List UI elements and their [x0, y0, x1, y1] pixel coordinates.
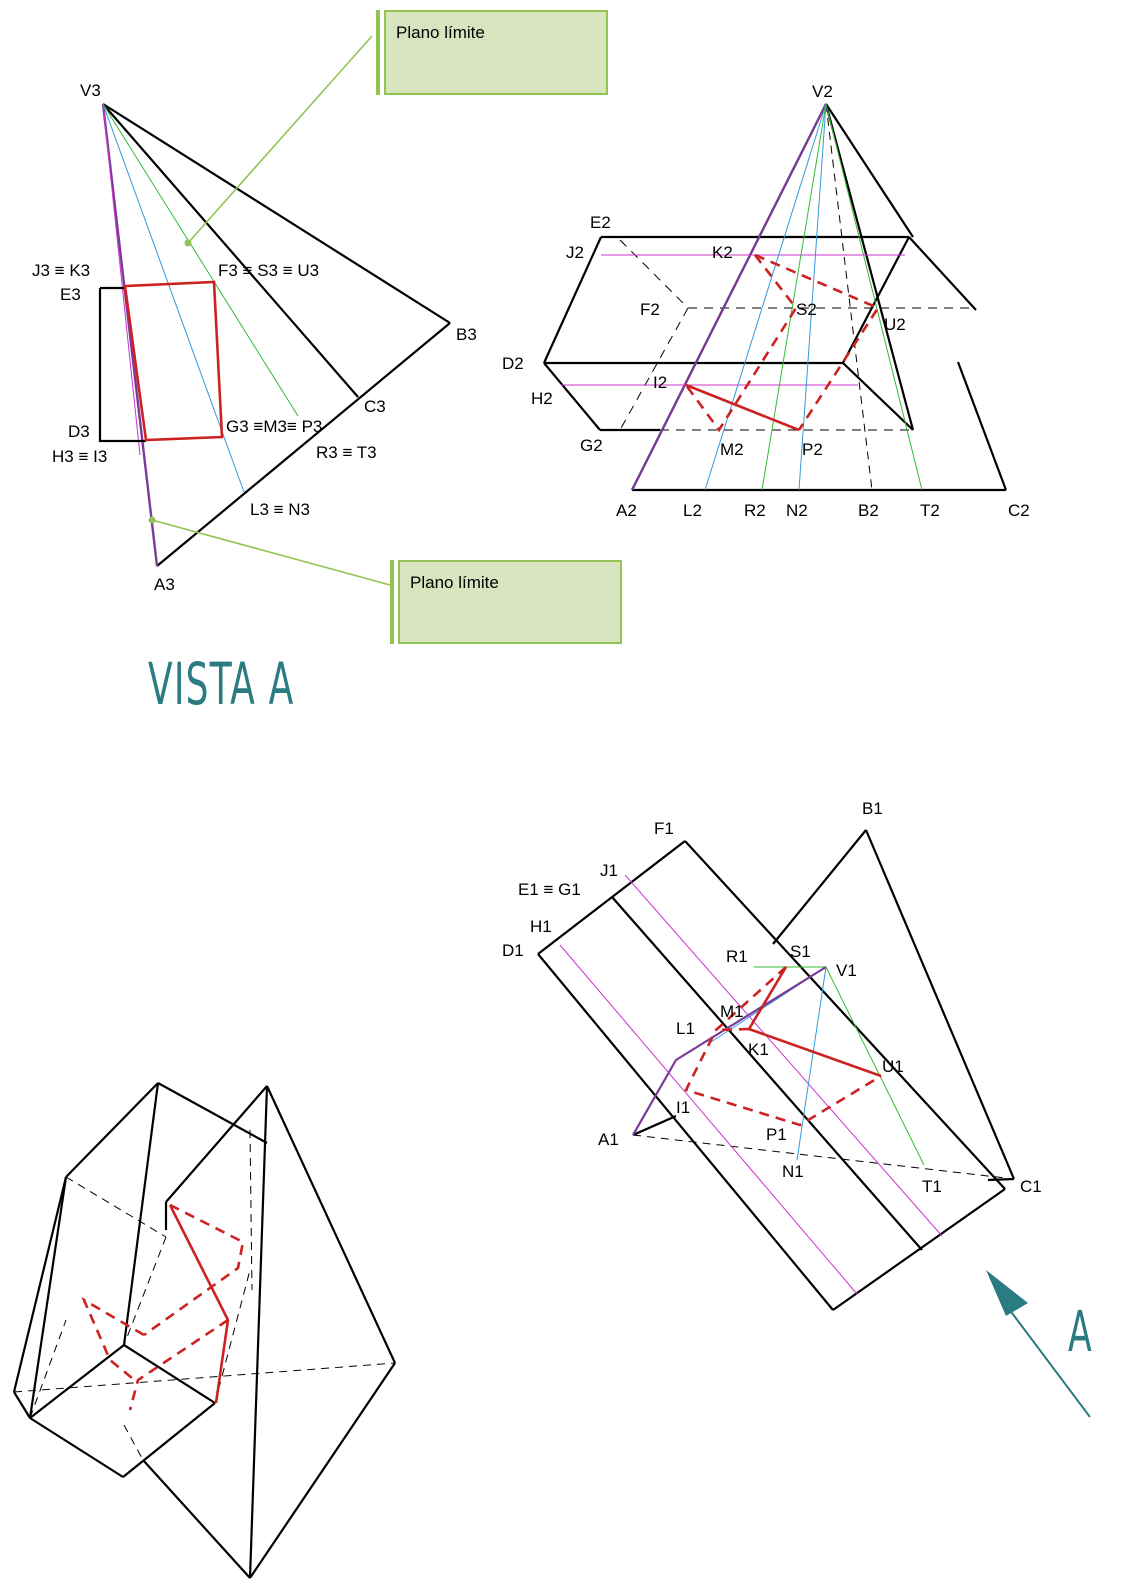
label-p1: P1 [766, 1125, 787, 1144]
label-g2: G2 [580, 436, 603, 455]
view-1: F1 B1 J1 E1 ≡ G1 H1 D1 R1 S1 V1 M1 L1 K1… [502, 799, 1042, 1311]
view-arrow-letter: A [1068, 1300, 1092, 1365]
limit-plane-edge-3 [101, 103, 159, 567]
label-m1: M1 [720, 1002, 744, 1021]
view-caption: VISTA A [148, 650, 295, 718]
callout-leaders [151, 35, 391, 586]
intersection-line-2 [685, 383, 800, 432]
label-e2: E2 [590, 213, 611, 232]
label-i2: I2 [653, 373, 667, 392]
callout-dot-top [184, 239, 192, 247]
hidden-edge-vb2 [825, 103, 873, 491]
label-l2: L2 [683, 501, 702, 520]
label-k2: K2 [712, 243, 733, 262]
generatrices-2 [561, 103, 923, 491]
prism-hidden-2 [619, 239, 976, 431]
label-d2: D2 [502, 354, 524, 373]
callout-limit-plane-top: Plano límite [376, 10, 608, 95]
arrow-head-icon [986, 1270, 1028, 1316]
label-s2: S2 [796, 300, 817, 319]
label-v2: V2 [812, 82, 833, 101]
label-n1: N1 [782, 1162, 804, 1181]
label-l1: L1 [676, 1019, 695, 1038]
intersection-polygon-3 [123, 280, 224, 442]
label-h2: H2 [531, 389, 553, 408]
label-v1: V1 [836, 961, 857, 980]
callout-dot-bottom [148, 516, 156, 524]
limit-plane-edge-1 [632, 966, 827, 1136]
label-c2: C2 [1008, 501, 1030, 520]
label-t2: T2 [920, 501, 940, 520]
intersection-dashed-iso [81, 1203, 245, 1411]
view-3: V3 J3 ≡ K3 E3 F3 ≡ S3 ≡ U3 B3 C3 D3 G3 ≡… [32, 35, 477, 594]
label-s1: S1 [790, 942, 811, 961]
label-f1: F1 [654, 819, 674, 838]
label-d3: D3 [68, 422, 90, 441]
limit-plane-edge-2 [631, 103, 827, 491]
pyramid-edges-2 [631, 103, 1008, 492]
intersection-dashed-1 [684, 966, 882, 1127]
label-h1: H1 [530, 917, 552, 936]
intersection-hidden-2 [684, 253, 880, 433]
label-f3s3u3: F3 ≡ S3 ≡ U3 [218, 261, 319, 280]
label-j2: J2 [566, 243, 584, 262]
label-h3i3: H3 ≡ I3 [52, 447, 107, 466]
label-i1: I1 [676, 1098, 690, 1117]
label-j3k3: J3 ≡ K3 [32, 261, 90, 280]
pyramid-edges-1 [632, 829, 1016, 1182]
label-u1: U1 [882, 1057, 904, 1076]
label-e1g1: E1 ≡ G1 [518, 880, 581, 899]
label-p2: P2 [802, 440, 823, 459]
label-t1: T1 [922, 1177, 942, 1196]
label-v3: V3 [80, 81, 101, 100]
label-a1: A1 [598, 1130, 619, 1149]
label-b3: B3 [456, 325, 477, 344]
view-direction-arrow [986, 1270, 1091, 1418]
label-b2: B2 [858, 501, 879, 520]
callout-limit-plane-bottom: Plano límite [390, 560, 622, 644]
label-c3: C3 [364, 397, 386, 416]
prism-edges-1 [537, 840, 1006, 1311]
label-a3: A3 [154, 575, 175, 594]
generatrices-1 [559, 874, 943, 1295]
label-r1: R1 [726, 947, 748, 966]
label-l3n3: L3 ≡ N3 [250, 500, 310, 519]
hidden-edge-ac1 [632, 1134, 1015, 1180]
label-b1: B1 [862, 799, 883, 818]
label-f2: F2 [640, 300, 660, 319]
callout-text-top: Plano límite [396, 23, 485, 42]
prism-edges-2 [542, 235, 977, 432]
label-k1: K1 [748, 1040, 769, 1059]
label-r2: R2 [744, 501, 766, 520]
label-a2: A2 [616, 501, 637, 520]
isometric-sketch [12, 1082, 396, 1579]
label-d1: D1 [502, 941, 524, 960]
label-u2: U2 [884, 315, 906, 334]
callout-text-bottom: Plano límite [410, 573, 499, 592]
label-j1: J1 [600, 861, 618, 880]
label-m2: M2 [720, 440, 744, 459]
label-c1: C1 [1020, 1177, 1042, 1196]
pyramid-edges-3 [102, 103, 451, 567]
label-n2: N2 [786, 501, 808, 520]
label-e3: E3 [60, 285, 81, 304]
label-r3t3: R3 ≡ T3 [316, 443, 377, 462]
prism-section-3 [98, 286, 146, 443]
intersection-solid-iso [168, 1204, 230, 1404]
label-g3m3p3: G3 ≡M3≡ P3 [226, 417, 322, 436]
view-2: V2 E2 J2 K2 F2 S2 U2 D2 I2 H2 G2 M2 P2 A… [502, 82, 1030, 520]
